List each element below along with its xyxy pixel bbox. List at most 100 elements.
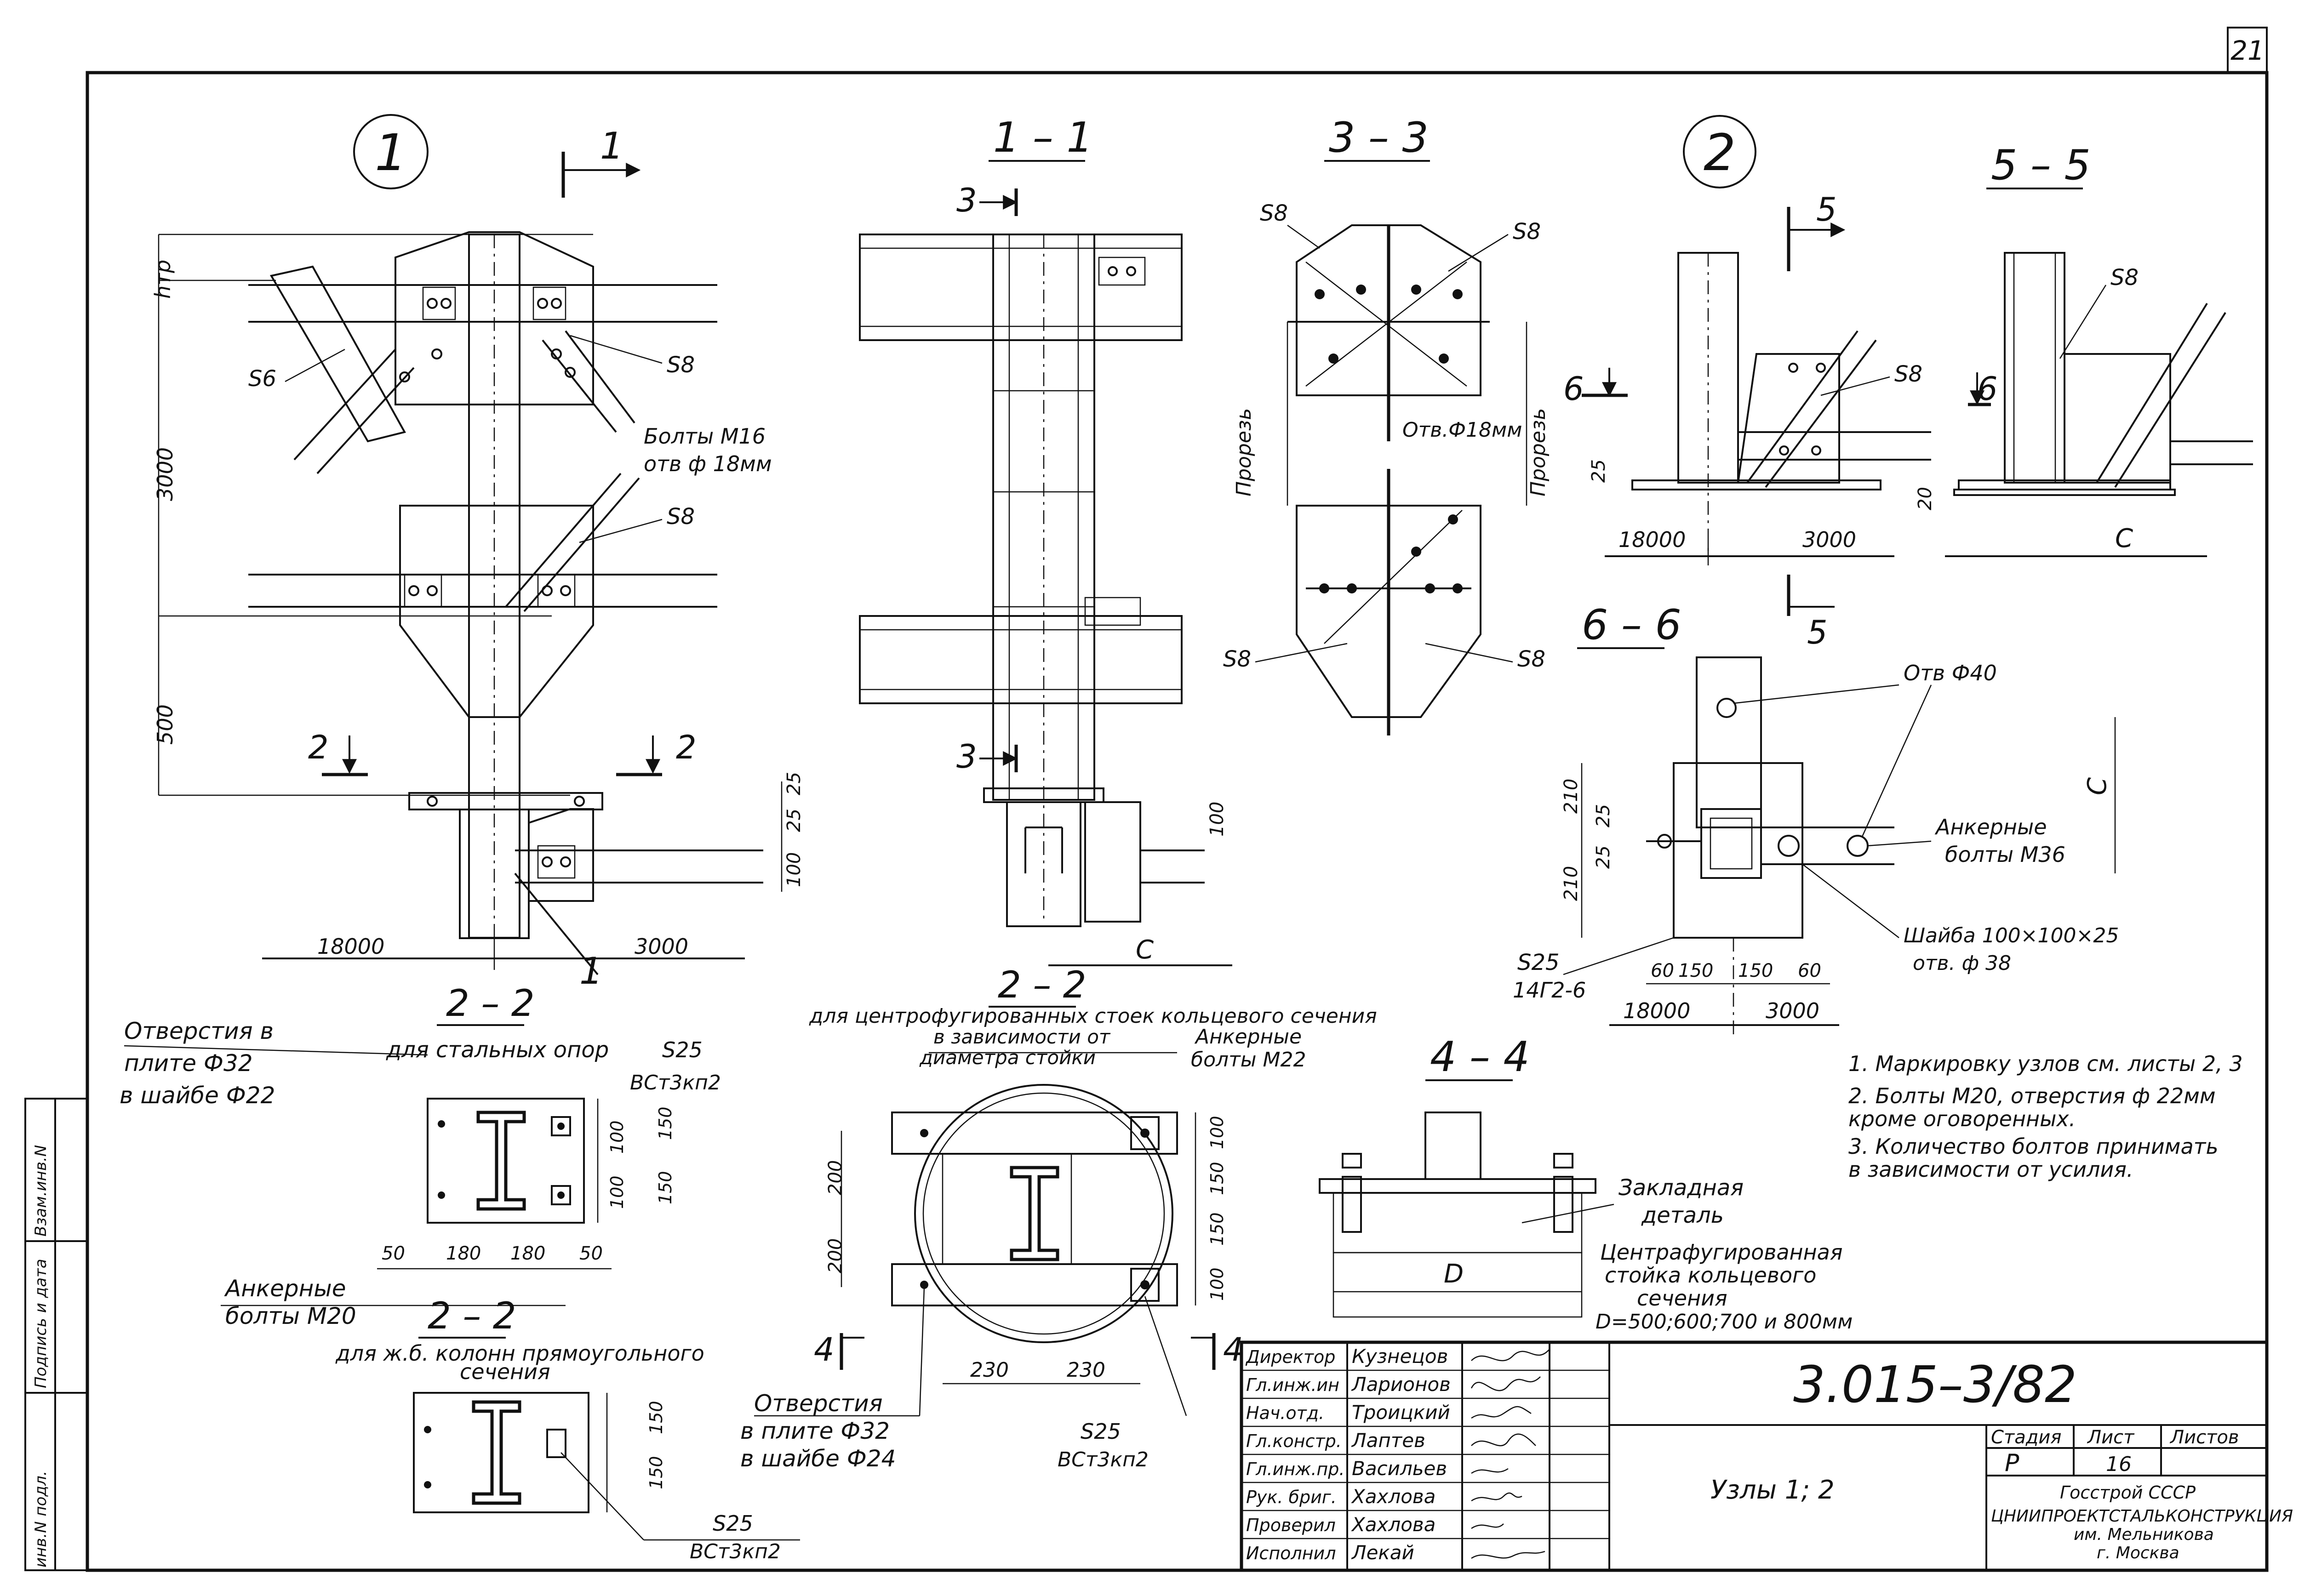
dim-150-22c-a: 150 [646,1401,666,1434]
title-block: 3.015–3/82 Узлы 1; 2 Стадия Лист Листов … [1240,1340,2293,1572]
label-s8-n2: S8 [1894,361,1922,387]
section-2-2-rc: 2 – 2 для ж.б. колонн прямоугольного сеч… [335,1294,800,1563]
label-s25-22b: S25 [1081,1419,1121,1444]
label-anchor-m36a: Анкерные [1934,815,2047,839]
dim-3000-66: 3000 [1766,998,1819,1023]
label-s25-22a: S25 [662,1037,703,1062]
dim-100-n1: 100 [783,852,805,887]
staff-role-6: Проверил [1246,1515,1336,1535]
stage-header: Стадия [1991,1427,2061,1448]
label-d: D [1444,1259,1464,1289]
staff-role-7: Исполнил [1246,1543,1336,1563]
node-1-marker: 1 [375,123,407,182]
cut-3b: 3 [956,738,977,775]
label-c-55: C [2115,524,2133,553]
staff-role-4: Гл.инж.пр. [1246,1459,1344,1479]
dim-230-a: 230 [970,1358,1009,1382]
org-line-2: ЦНИИПРОЕКТСТАЛЬКОНСТРУКЦИЯ [1991,1507,2293,1526]
centr-2: стойка кольцевого [1605,1263,1816,1288]
dim-100-s11: 100 [1207,802,1228,837]
node-2-marker: 2 [1704,123,1736,182]
dim-200-b: 200 [825,1238,846,1273]
dim-100-22b-a: 100 [1207,1116,1227,1149]
staff-name-5: Хахлова [1351,1485,1435,1508]
section-2-2c-title: 2 – 2 [428,1294,516,1337]
staff-name-6: Хахлова [1351,1513,1435,1536]
cut-1-top: 1 [600,125,623,167]
dim-150-b: 150 [1738,960,1773,981]
holes-title: Отверстия в [124,1018,274,1044]
staff-role-5: Рук. бриг. [1246,1487,1337,1507]
holes2-title: Отверстия [754,1390,883,1417]
label-cut-slot-a: Прорезь [1232,408,1256,496]
staff-rows: Директор Кузнецов Гл.инж.ин Ларионов Нач… [1241,1345,1609,1564]
holes-plate-32: плите Ф32 [124,1050,253,1077]
section-4-4: 4 – 4 Закладная деталь D Центрафугирован… [1319,1033,1853,1334]
staff-name-2: Троицкий [1352,1401,1450,1424]
anchor-m22a: Анкерные [1194,1025,1302,1049]
holes2-plate: в плите Ф32 [740,1418,890,1444]
dim-3000-n2: 3000 [1802,527,1856,552]
label-hole-40: Отв Ф40 [1904,661,1997,685]
section-2-2b-sub3: диаметра стойки [919,1046,1096,1069]
page-number-tab [2227,27,2268,73]
dim-100-22b-b: 100 [1207,1267,1227,1301]
dim-20-55: 20 [1915,487,1936,510]
label-c-s11: C [1136,935,1154,965]
dim-18000-n2: 18000 [1618,527,1686,552]
label-vst3-22b: ВСт3кп2 [1058,1448,1149,1471]
cut-2b: 2 [676,729,697,766]
holes-washer-22: в шайбе Ф22 [120,1082,275,1109]
node-2-elevation: 2 5 S8 6 25 18000 3000 5 [1563,115,1931,651]
dim-25-66a: 25 [1593,804,1614,827]
dim-210-b: 210 [1561,866,1582,901]
node-1-elevation: 1 1 hтр 3000 500 S6 S8 [150,114,805,992]
cut-4a: 4 [814,1331,835,1368]
dim-18000-66: 18000 [1623,998,1690,1023]
stage-value: Р [2005,1449,2019,1477]
sheets-header: Листов [2169,1427,2239,1448]
section-5-5: 5 – 5 S8 6 20 C [1915,141,2253,557]
label-vst3-22a: ВСт3кп2 [630,1071,721,1094]
signatures [1470,1349,1550,1559]
section-2-2-steel: Отверстия в плите Ф32 в шайбе Ф22 2 – 2 … [120,982,721,1329]
dim-150-22b-b: 150 [1207,1212,1227,1246]
staff-name-3: Лаптев [1351,1429,1425,1452]
cut-3a: 3 [956,182,977,219]
label-embed-2: деталь [1641,1203,1724,1228]
dim-150-22c-b: 150 [646,1456,666,1489]
doc-title: Узлы 1; 2 [1710,1475,1835,1505]
label-s25-22c: S25 [713,1511,753,1536]
note-2b: кроме оговоренных. [1848,1106,2076,1131]
dim-150-a: 150 [1678,960,1713,981]
dim-60-a: 60 [1651,960,1674,981]
staff-name-4: Васильев [1352,1457,1447,1480]
section-2-2b-sub1: для центрофугированных стоек кольцевого … [809,1004,1377,1028]
cut-6b: 6 [1977,370,1998,408]
label-washer: Шайба 100×100×25 [1904,924,2119,947]
anchor-m20-b: болты М20 [225,1303,356,1329]
note-3b: в зависимости от усилия. [1848,1157,2133,1182]
staff-name-1: Ларионов [1351,1373,1451,1396]
org-line-1: Госстрой СССР [2060,1482,2196,1503]
sheet-frame [86,71,2269,1572]
stamp-inv-podl: инв.N подл. [32,1471,50,1568]
staff-role-0: Директор [1245,1347,1335,1367]
dim-150-22a-b: 150 [655,1171,675,1204]
cut-5b: 5 [1807,614,1828,651]
label-bolts-m16: Болты М16 [644,424,766,449]
label-s8-55: S8 [2110,265,2139,291]
label-anchor-m36b: болты М36 [1945,842,2065,867]
section-3-3: 3 – 3 S8 S8 Отв.Ф18мм Прорезь Прорезь [1223,114,1550,735]
section-2-2b-sub2: в зависимости от [933,1026,1111,1048]
dim-150-22a-a: 150 [655,1106,675,1140]
label-htp: hтр [150,260,175,299]
dim-50-a: 50 [382,1243,405,1264]
dim-3000-vertical: 3000 [153,447,177,501]
dim-25-n1b: 25 [783,809,805,832]
dim-50-b: 50 [579,1243,603,1264]
label-s25-66: S25 [1517,950,1560,975]
staff-role-1: Гл.инж.ин [1246,1375,1339,1395]
anchor-m20-a: Анкерные [224,1275,346,1302]
staff-role-2: Нач.отд. [1246,1403,1324,1423]
